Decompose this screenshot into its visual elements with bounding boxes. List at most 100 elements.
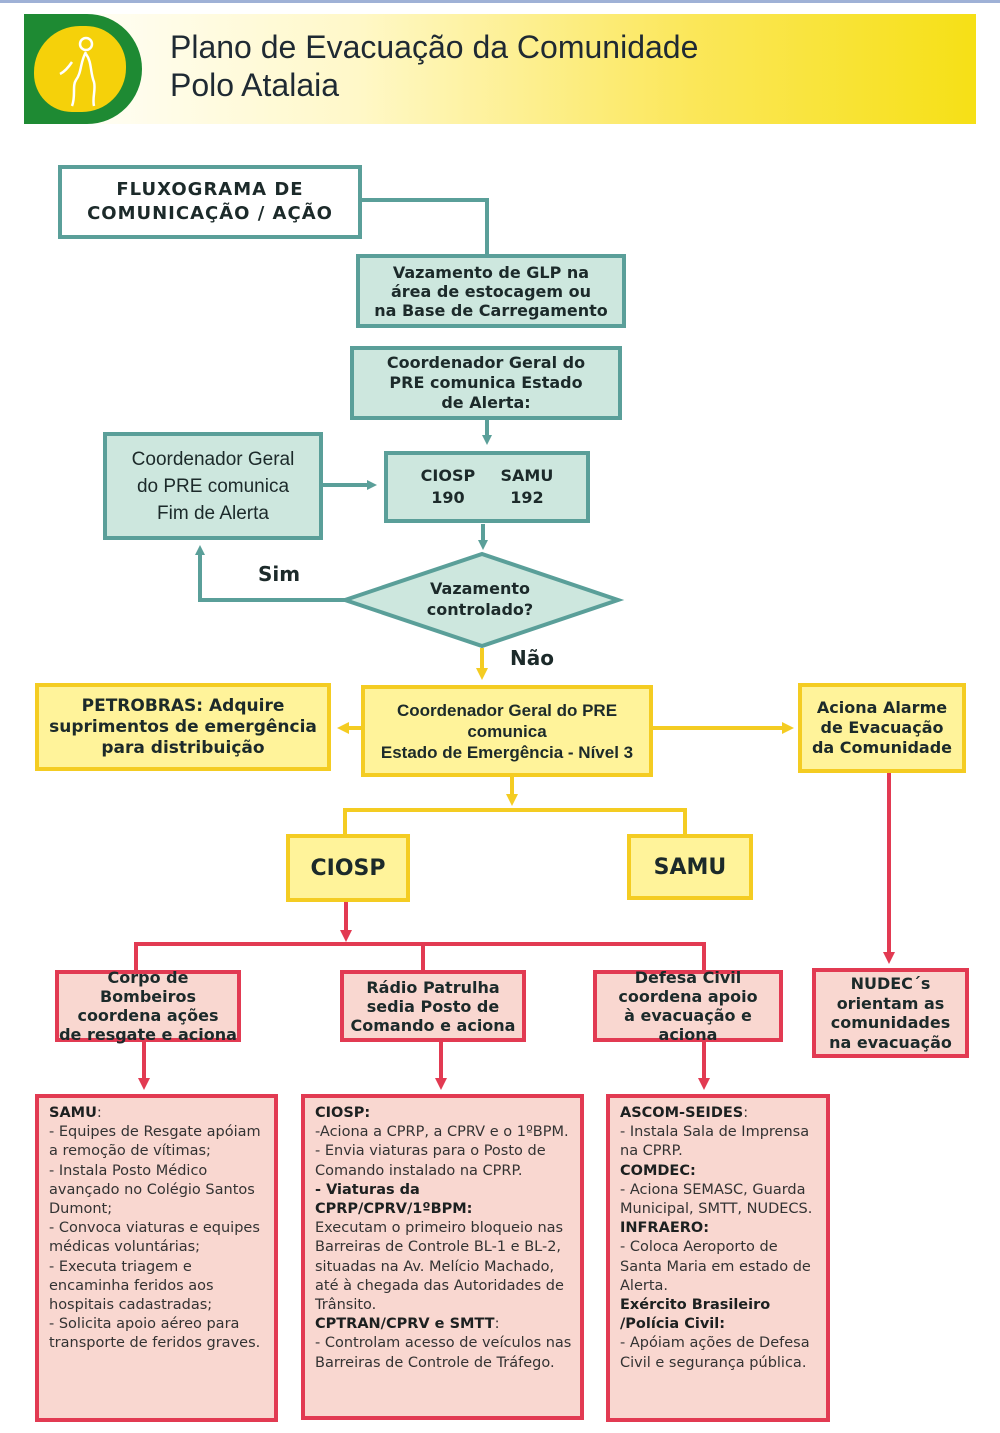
decision-text: Vazamento controlado? — [400, 578, 560, 620]
detail-text: SAMU — [49, 1105, 97, 1121]
page-title-line2: Polo Atalaia — [170, 67, 340, 103]
detail-line: CIOSP: — [315, 1104, 572, 1123]
detail-text: Exército Brasileiro /Polícia Civil: — [620, 1297, 771, 1333]
page-title-line1: Plano de Evacuação da Comunidade — [170, 29, 699, 65]
header-banner — [24, 14, 976, 124]
contact-samu: SAMU 192 — [501, 465, 554, 509]
detail-text: CIOSP: — [315, 1105, 371, 1121]
contact-ciosp: CIOSP 190 — [421, 465, 476, 509]
detail-text: - Coloca Aeroporto de Santa Maria em est… — [620, 1239, 811, 1294]
alert-line2: PRE comunica Estado — [389, 373, 583, 392]
detail-line: -Aciona a CPRP, a CPRV e o 1ºBPM. — [315, 1123, 572, 1142]
alert-line3: de Alerta: — [441, 393, 531, 412]
radio-patrulha-box: Rádio Patrulha sedia Posto de Comando e … — [340, 970, 526, 1042]
detail-text: CPTRAN/CPRV e SMTT — [315, 1316, 495, 1333]
contact-samu-number: 192 — [510, 488, 544, 507]
decision-line2: controlado? — [426, 600, 534, 619]
flowchart-title-box: FLUXOGRAMA DE COMUNICAÇÃO / AÇÃO — [58, 165, 362, 239]
defesa-line1: Defesa Civil — [634, 968, 742, 987]
connector-title-to-leak — [360, 198, 489, 254]
defesa-line2: coordena apoio — [618, 987, 758, 1006]
detail-text: - Equipes de Resgate apóiam a remoção de… — [49, 1124, 261, 1160]
alarm-line1: Aciona Alarme — [816, 698, 948, 717]
detail-line: - Aciona SEMASC, Guarda Municipal, SMTT,… — [620, 1181, 818, 1219]
detail-line: - Instala Posto Médico avançado no Colég… — [49, 1162, 266, 1220]
radio-line1: Rádio Patrulha — [366, 977, 500, 997]
radio-line2: sedia Posto de — [366, 996, 500, 1016]
connector-branches — [134, 942, 706, 970]
alert-line1: Coordenador Geral do — [386, 353, 586, 372]
petrobras-box: PETROBRAS: Adquire suprimentos de emergê… — [35, 683, 331, 771]
nudec-line3: comunidades — [830, 1013, 951, 1032]
samu-box: SAMU — [627, 834, 753, 900]
nudec-line1: NUDEC´s — [850, 974, 931, 993]
defesa-civil-box: Defesa Civil coordena apoio à evacuação … — [593, 968, 783, 1044]
detail-suffix: : — [494, 1316, 500, 1333]
no-label: Não — [510, 646, 554, 670]
emergency-line3: Estado de Emergência - Nível 3 — [380, 742, 634, 762]
detail-line: - Convoca viaturas e equipes médicas vol… — [49, 1219, 266, 1257]
detail-line: INFRAERO: — [620, 1219, 818, 1238]
detail-line: - Controlam acesso de veículos nas Barre… — [315, 1334, 572, 1372]
detail-line: ASCOM-SEIDES: — [620, 1104, 818, 1123]
detail-text: - Instala Sala de Imprensa na CPRP. — [620, 1124, 810, 1160]
connector-yes-to-endalert — [195, 545, 348, 602]
end-alert-box: Coordenador Geral do PRE comunica Fim de… — [103, 432, 323, 540]
detail-line: Exército Brasileiro /Polícia Civil: — [620, 1296, 818, 1334]
ciosp-detail-box: CIOSP:-Aciona a CPRP, a CPRV e o 1ºBPM.-… — [301, 1094, 584, 1420]
detail-text: ASCOM-SEIDES — [620, 1105, 744, 1121]
detail-line: CPTRAN/CPRV e SMTT: — [315, 1315, 572, 1334]
yes-label: Sim — [258, 562, 301, 586]
alarm-line2: de Evacuação — [820, 718, 944, 737]
end-alert-line3: Fim de Alerta — [157, 502, 269, 524]
detail-text: - Aciona SEMASC, Guarda Municipal, SMTT,… — [620, 1181, 813, 1218]
connector-split-ciosp-samu — [343, 808, 687, 834]
person-figure-icon — [59, 36, 96, 107]
bombeiros-box: Corpo de Bombeiros coordena ações de res… — [55, 968, 241, 1044]
ciosp-box: CIOSP — [286, 834, 410, 902]
petrobras-line1: PETROBRAS: Adquire — [81, 695, 285, 716]
detail-line: - Viaturas da CPRP/CPRV/1ºBPM: — [315, 1181, 572, 1219]
detail-line: COMDEC: — [620, 1162, 818, 1181]
detail-line: - Envia viaturas para o Posto de Comando… — [315, 1142, 572, 1180]
contact-samu-label: SAMU — [500, 466, 554, 485]
decision-diamond — [338, 551, 625, 649]
leak-line1: Vazamento de GLP na — [392, 262, 590, 282]
detail-line: - Executa triagem e encaminha feridos ao… — [49, 1258, 266, 1316]
nudec-line2: orientam as — [836, 993, 945, 1013]
alarm-box: Aciona Alarme de Evacuação da Comunidade — [798, 683, 966, 773]
emergency-line1: Coordenador Geral do PRE — [396, 700, 618, 720]
end-alert-line2: do PRE comunica — [136, 475, 290, 497]
detail-text: - Controlam acesso de veículos nas Barre… — [315, 1335, 572, 1371]
nudec-box: NUDEC´s orientam as comunidades na evacu… — [812, 968, 969, 1058]
detail-line: - Apóiam ações de Defesa Civil e seguran… — [620, 1334, 818, 1372]
emergency-state-box: Coordenador Geral do PRE comunica Estado… — [361, 685, 653, 777]
detail-suffix: : — [743, 1105, 749, 1121]
detail-text: Executam o primeiro bloqueio nas Barreir… — [315, 1220, 564, 1314]
leak-event-box: Vazamento de GLP na área de estocagem ou… — [356, 254, 626, 328]
detail-suffix: : — [96, 1105, 102, 1121]
radio-line3: Comando e aciona — [350, 1015, 516, 1035]
detail-line: - Instala Sala de Imprensa na CPRP. — [620, 1123, 818, 1161]
bombeiros-line2: coordena ações — [77, 1006, 219, 1025]
page-title: Plano de Evacuação da Comunidade Polo At… — [170, 28, 698, 104]
defesa-detail-box: ASCOM-SEIDES:- Instala Sala de Imprensa … — [606, 1094, 830, 1422]
detail-line: - Equipes de Resgate apóiam a remoção de… — [49, 1123, 266, 1161]
detail-line: SAMU: — [49, 1104, 266, 1123]
petrobras-line2: suprimentos de emergência — [49, 716, 317, 737]
contact-ciosp-number: 190 — [431, 488, 465, 507]
bombeiros-line1: Corpo de Bombeiros — [99, 968, 197, 1006]
alarm-line3: da Comunidade — [811, 738, 953, 757]
nudec-line4: na evacuação — [829, 1032, 952, 1052]
detail-text: -Aciona a CPRP, a CPRV e o 1ºBPM. — [315, 1124, 569, 1141]
detail-text: - Solicita apoio aéreo para transporte d… — [49, 1316, 261, 1352]
detail-text: - Instala Posto Médico avançado no Colég… — [49, 1162, 255, 1218]
alert-state-box: Coordenador Geral do PRE comunica Estado… — [350, 346, 622, 420]
samu-detail-box: SAMU:- Equipes de Resgate apóiam a remoç… — [35, 1094, 278, 1422]
leak-line3: na Base de Carregamento — [374, 300, 608, 320]
detail-line: - Solicita apoio aéreo para transporte d… — [49, 1315, 266, 1353]
detail-text: - Viaturas da CPRP/CPRV/1ºBPM: — [315, 1181, 473, 1218]
contacts-box: CIOSP 190 SAMU 192 — [384, 451, 590, 523]
emergency-line2: comunica — [467, 721, 547, 741]
